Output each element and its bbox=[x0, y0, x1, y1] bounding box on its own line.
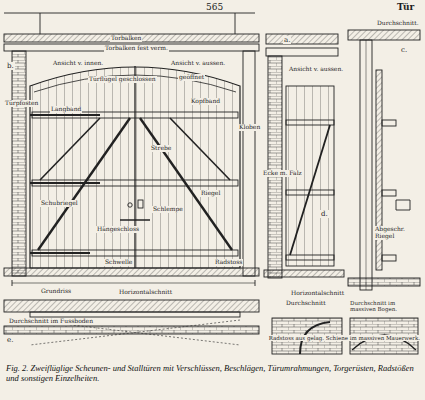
detail-letter: b. bbox=[6, 62, 15, 70]
part-label: Grundriss bbox=[40, 288, 72, 295]
part-label: Hängeschloss bbox=[96, 226, 140, 233]
part-label: Radstoss aus gelag. Schiene im massiven … bbox=[268, 335, 421, 341]
part-label: Radstoss bbox=[214, 259, 243, 266]
part-label: Ecke m. Falz bbox=[262, 170, 303, 177]
part-label: Ansicht v. aussen. bbox=[288, 66, 344, 73]
part-label: Schubriegel bbox=[40, 200, 79, 207]
figure-caption: Fig. 2. Zweiflüglige Scheunen- und Stall… bbox=[6, 363, 419, 383]
part-label: Schlempe bbox=[152, 206, 184, 213]
page-number: 565 bbox=[205, 2, 224, 12]
part-label: Strebe bbox=[150, 145, 172, 152]
part-label: Kloben bbox=[238, 124, 261, 131]
part-label: Durchschnitt im Fussboden bbox=[8, 318, 94, 325]
detail-letter: d. bbox=[320, 210, 329, 218]
part-label: Türflügel geschlossen bbox=[88, 76, 157, 83]
part-label: Türpfosten bbox=[4, 100, 39, 107]
part-label: Abgeschr. Riegel bbox=[374, 226, 420, 240]
detail-letter: c. bbox=[400, 46, 408, 54]
part-label: Durchschnitt bbox=[285, 300, 327, 307]
part-label: Torbalken bbox=[110, 35, 142, 42]
part-label: Ansicht v. innen. bbox=[52, 60, 104, 67]
detail-letter: e. bbox=[6, 336, 14, 344]
part-label: Schwelle bbox=[104, 259, 133, 266]
part-label: Durchschnitt. bbox=[376, 20, 420, 27]
page-header: Tür bbox=[396, 2, 415, 12]
part-label: Torbalken fest verm. bbox=[104, 45, 169, 52]
part-label: geöffnet bbox=[178, 74, 205, 81]
part-label: Langband bbox=[50, 106, 82, 113]
part-label: Ansicht v. aussen. bbox=[170, 60, 226, 67]
part-label: Horizontalschnitt bbox=[118, 289, 173, 296]
detail-letter: a. bbox=[283, 36, 291, 44]
part-label: Durchschnitt im massiven Bogen. bbox=[349, 300, 421, 313]
part-label: Kopfband bbox=[190, 98, 221, 105]
part-label: Horizontalschnitt bbox=[290, 290, 345, 297]
part-label: Riegel bbox=[200, 190, 221, 197]
